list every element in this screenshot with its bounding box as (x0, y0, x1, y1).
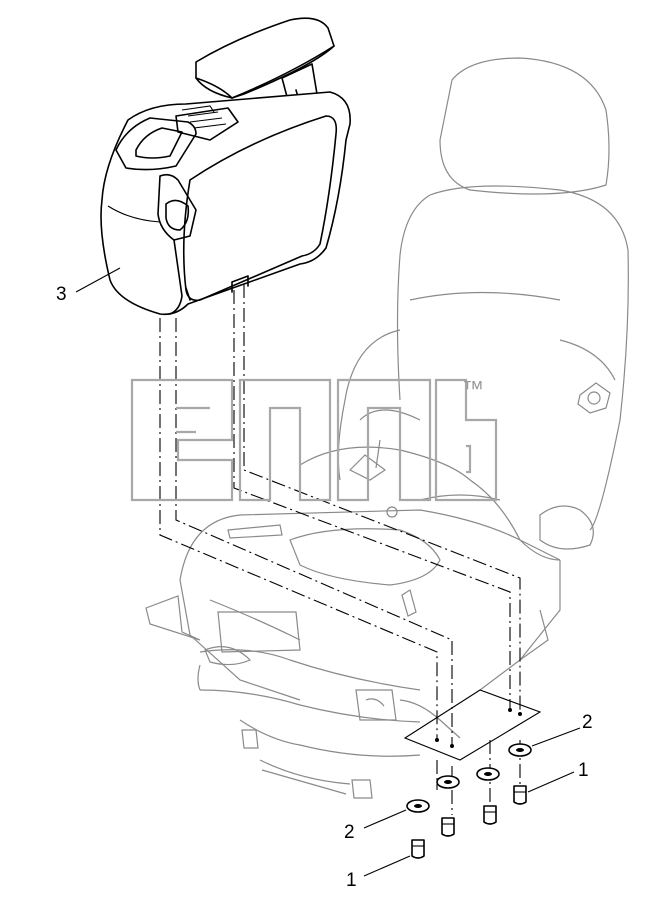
bolt-icon (513, 785, 527, 805)
bolt-icon (483, 805, 497, 825)
callout-leaders (75, 267, 581, 877)
bolt-icon (411, 839, 425, 859)
callout-3-console: 3 (56, 284, 67, 305)
callout-2-washer-left: 2 (344, 822, 355, 843)
bolts (411, 785, 527, 859)
watermark-logo: ™ (130, 376, 498, 502)
callout-2-washer-right: 2 (582, 712, 593, 733)
callout-1-bolt-left: 1 (346, 870, 357, 891)
trademark-symbol: ™ (462, 376, 484, 401)
callout-1-bolt-right: 1 (578, 760, 589, 781)
operator-seat (299, 57, 629, 661)
armrest-console (100, 17, 351, 316)
assembly-centerlines (159, 284, 521, 815)
bolt-icon (441, 817, 455, 837)
seat-base (145, 509, 561, 799)
washers (406, 743, 532, 813)
